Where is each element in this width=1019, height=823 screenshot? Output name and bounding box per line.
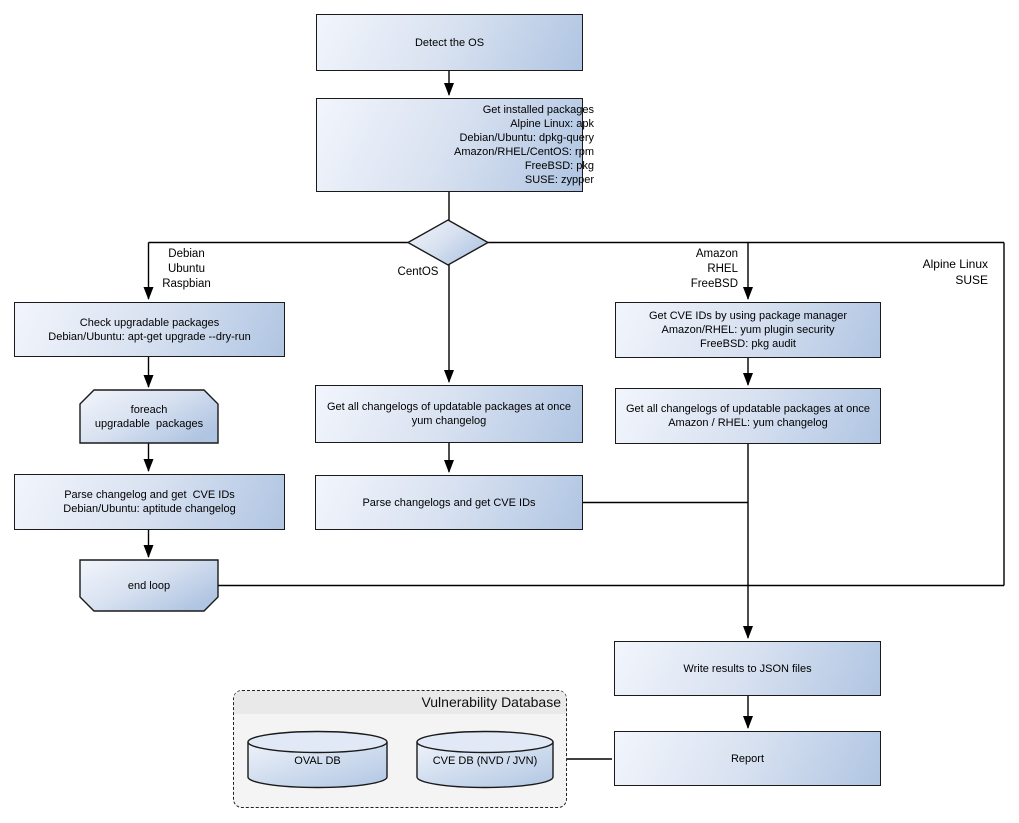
node-detect-os: Detect the OS xyxy=(316,14,583,71)
node-get-cve-ids-package-manager-label: Get CVE IDs by using package manager Ama… xyxy=(648,310,848,350)
branch-label-amazon: Amazon RHEL FreeBSD xyxy=(690,248,738,290)
connectors xyxy=(143,71,1005,760)
node-write-results-json-label: Write results to JSON files xyxy=(683,662,812,675)
node-get-changelogs-centos-label: Get all changelogs of updatable packages… xyxy=(326,401,571,427)
node-parse-changelog-debian-label: Parse changelog and get CVE IDs Debian/U… xyxy=(63,489,236,515)
node-get-changelogs-amazon-rhel: Get all changelogs of updatable packages… xyxy=(615,388,881,444)
foreach-loop-shape xyxy=(79,389,219,444)
node-get-changelogs-amazon-rhel-label: Get all changelogs of updatable packages… xyxy=(625,403,870,429)
node-report-label: Report xyxy=(730,752,765,765)
vulnerability-database-header: Vulnerability Database xyxy=(234,691,566,714)
node-get-cve-ids-package-manager: Get CVE IDs by using package manager Ama… xyxy=(615,302,881,358)
node-get-installed-packages-label: Get installed packages Alpine Linux: apk… xyxy=(454,104,594,186)
node-parse-changelogs-centos: Parse changelogs and get CVE IDs xyxy=(315,475,583,530)
node-check-upgradable-packages: Check upgradable packages Debian/Ubuntu:… xyxy=(14,302,285,357)
node-parse-changelogs-centos-label: Parse changelogs and get CVE IDs xyxy=(362,496,536,509)
decision-diamond xyxy=(406,219,490,266)
end-loop-shape xyxy=(79,559,219,612)
node-get-installed-packages: Get installed packages Alpine Linux: apk… xyxy=(316,98,594,192)
node-check-upgradable-packages-label: Check upgradable packages Debian/Ubuntu:… xyxy=(48,316,251,343)
oval-db-cylinder xyxy=(247,730,388,789)
node-report: Report xyxy=(614,731,881,786)
node-get-changelogs-centos: Get all changelogs of updatable packages… xyxy=(315,385,583,443)
branch-label-debian: Debian Ubuntu Raspbian xyxy=(162,248,211,290)
vulnerability-database-title: Vulnerability Database xyxy=(421,694,561,710)
node-write-results-json: Write results to JSON files xyxy=(614,641,881,696)
node-parse-changelog-debian: Parse changelog and get CVE IDs Debian/U… xyxy=(14,474,285,530)
node-detect-os-label: Detect the OS xyxy=(414,36,485,49)
cve-db-cylinder xyxy=(416,730,554,789)
branch-label-centos: CentOS xyxy=(397,266,439,278)
branch-label-alpine: Alpine Linux SUSE xyxy=(922,257,988,287)
